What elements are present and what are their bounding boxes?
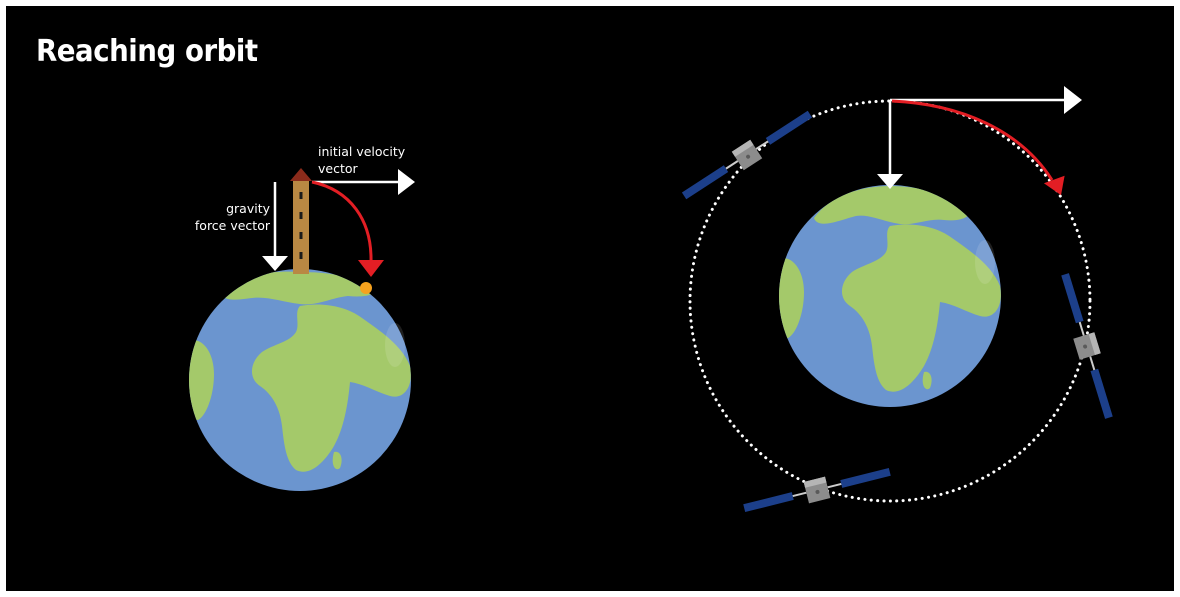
velocity-label-line1: initial velocity bbox=[318, 144, 406, 159]
falling-trajectory bbox=[311, 180, 384, 277]
initial-velocity-label: initial velocity vector bbox=[318, 143, 405, 177]
gravity-label-line1: gravity bbox=[226, 201, 270, 216]
left-earth-highlight bbox=[385, 323, 405, 367]
satellite-upper-left bbox=[681, 110, 813, 200]
gravity-force-arrow bbox=[262, 182, 288, 271]
initial-velocity-arrow bbox=[312, 169, 415, 195]
launch-tower bbox=[290, 168, 312, 274]
gravity-force-label: gravity force vector bbox=[150, 200, 270, 234]
gravity-label-line2: force vector bbox=[194, 218, 270, 233]
impact-point bbox=[360, 282, 372, 294]
satellite-right bbox=[1061, 273, 1113, 419]
right-earth-highlight bbox=[975, 240, 995, 284]
gravity-arrowhead bbox=[262, 256, 288, 271]
orbit-gravity-arrow bbox=[877, 100, 903, 189]
diagram-title: Reaching orbit bbox=[36, 34, 258, 69]
trajectory-arrowhead bbox=[358, 260, 384, 277]
orbit-trajectory-arrowhead bbox=[1043, 175, 1065, 196]
orbit-velocity-arrowhead bbox=[1064, 86, 1082, 114]
orbit-gravity-arrowhead bbox=[877, 174, 903, 189]
left-earth-continents bbox=[189, 271, 411, 472]
tower-windows bbox=[299, 192, 303, 259]
satellite-bottom bbox=[743, 467, 891, 513]
velocity-arrowhead bbox=[398, 169, 415, 195]
right-earth bbox=[779, 185, 1001, 407]
tower-roof bbox=[290, 168, 312, 181]
orbit-velocity-arrow bbox=[890, 86, 1082, 114]
velocity-label-line2: vector bbox=[318, 161, 358, 176]
right-earth-continents bbox=[779, 186, 1001, 392]
tower-body bbox=[293, 180, 309, 274]
orbit-curved-trajectory bbox=[891, 99, 1065, 196]
left-earth bbox=[189, 269, 411, 491]
